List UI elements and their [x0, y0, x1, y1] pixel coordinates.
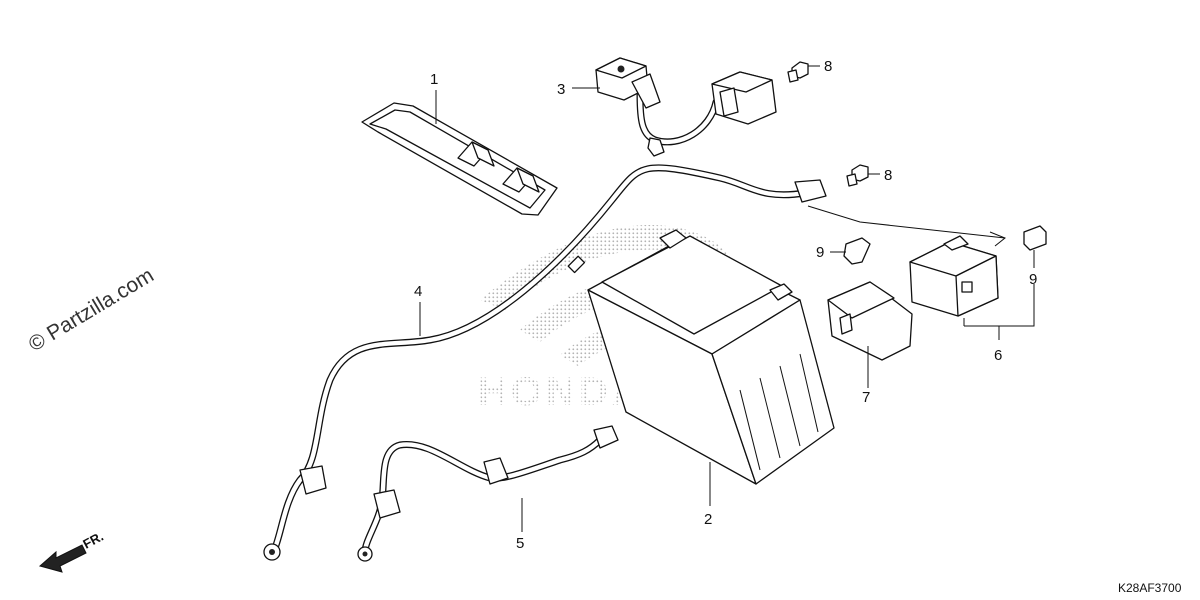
callout-6: 6	[994, 347, 1002, 364]
callout-5: 5	[516, 535, 524, 552]
bolt-part-lower[interactable]	[846, 164, 869, 187]
callout-8-lower: 8	[884, 167, 892, 184]
callout-1: 1	[430, 71, 438, 88]
fuse-part-left[interactable]	[843, 237, 871, 265]
negative-cable-part[interactable]	[357, 425, 619, 562]
leader-lines	[419, 65, 1035, 532]
callout-4: 4	[414, 283, 422, 300]
ground-cable-part[interactable]	[263, 164, 827, 561]
relay-cover-part[interactable]	[827, 281, 913, 361]
callout-9-right: 9	[1029, 271, 1037, 288]
positive-cable-part[interactable]	[595, 57, 777, 157]
callout-7: 7	[862, 389, 870, 406]
battery-part[interactable]	[587, 229, 835, 485]
fuse-part-right[interactable]	[1023, 225, 1047, 251]
honda-wordmark: HONDA	[478, 370, 645, 414]
front-direction-label: FR.	[80, 529, 106, 552]
copyright-watermark: © Partzilla.com	[25, 264, 158, 357]
callout-2: 2	[704, 511, 712, 528]
front-arrow-icon	[38, 544, 87, 573]
diagram-code: K28AF3700	[1118, 581, 1182, 595]
callout-8-upper: 8	[824, 58, 832, 75]
callout-9-left: 9	[816, 244, 824, 261]
callout-3: 3	[557, 81, 565, 98]
starter-relay-part[interactable]	[909, 235, 999, 317]
bolt-part-upper[interactable]	[787, 61, 809, 83]
front-direction-indicator: FR.	[38, 529, 106, 573]
battery-band-part[interactable]	[361, 102, 558, 216]
